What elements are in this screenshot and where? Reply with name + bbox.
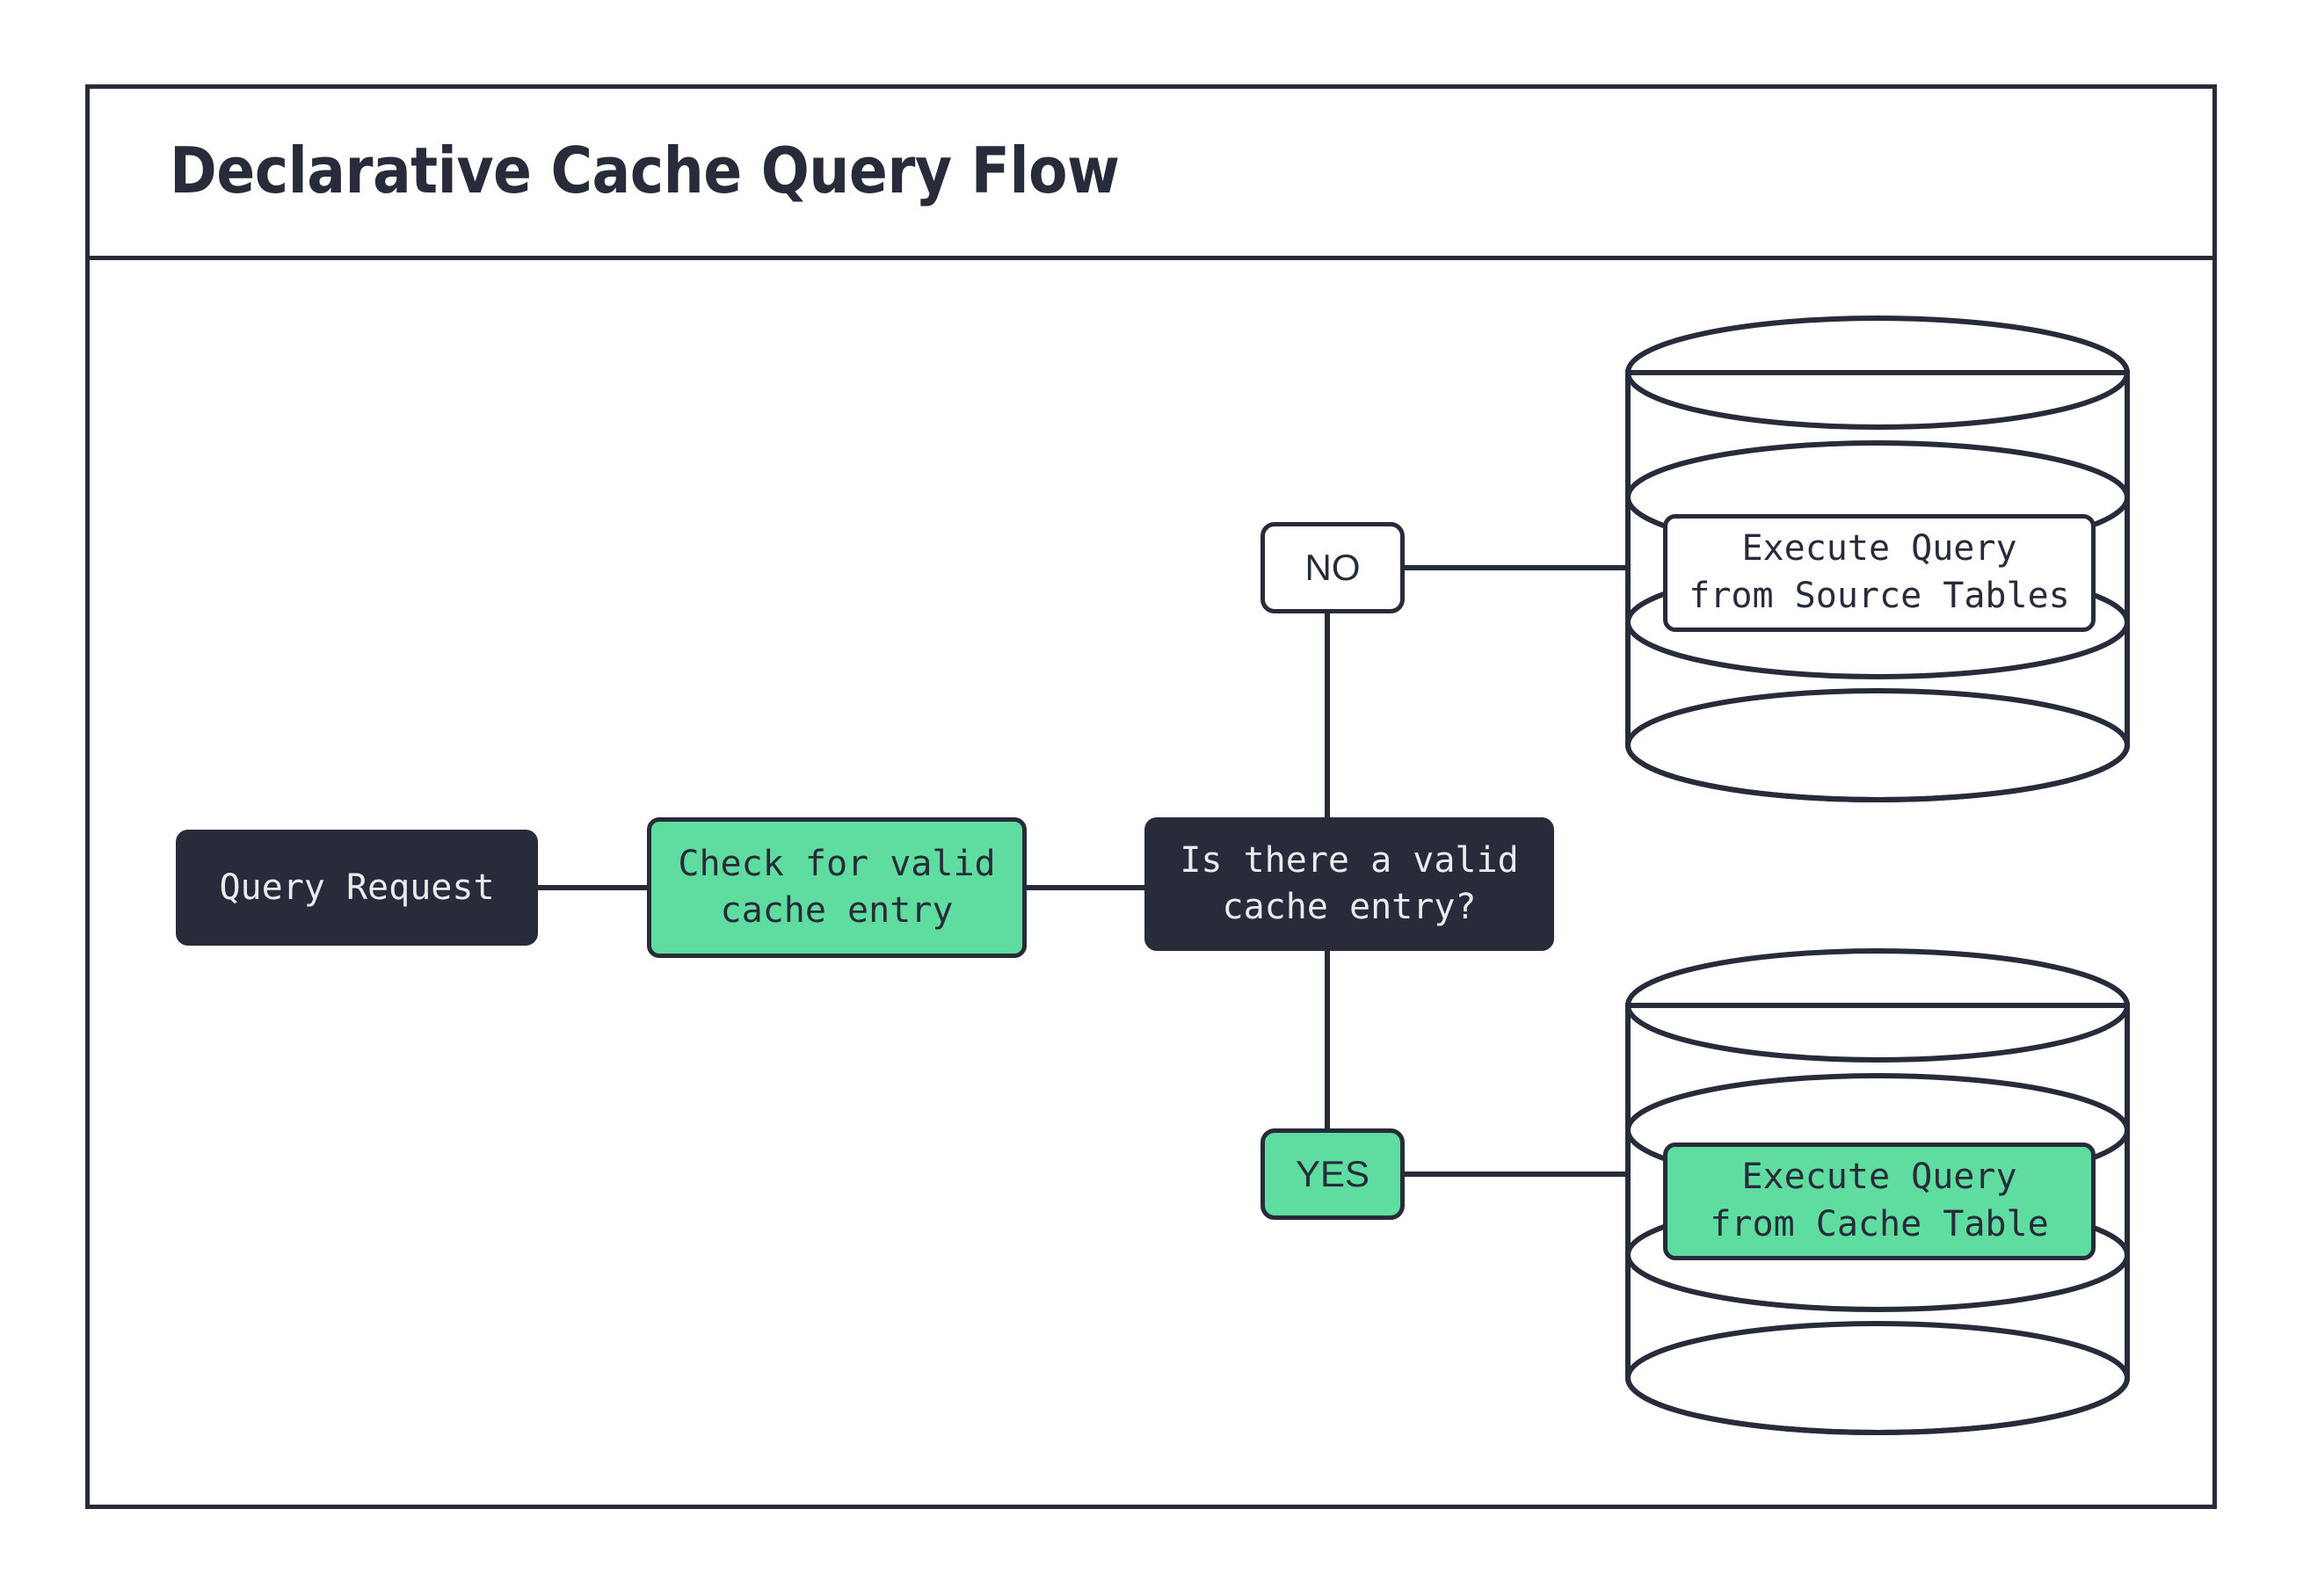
diagram-frame bbox=[85, 84, 2217, 1509]
title-bar: Declarative Cache Query Flow bbox=[85, 84, 2217, 260]
branch-label-yes[interactable]: YES bbox=[1260, 1128, 1405, 1220]
node-check-cache[interactable]: Check for valid cache entry bbox=[647, 817, 1027, 958]
node-execute-cache-label[interactable]: Execute Query from Cache Table bbox=[1663, 1143, 2096, 1260]
node-query-request[interactable]: Query Request bbox=[176, 830, 538, 946]
node-decision-valid-cache[interactable]: Is there a valid cache entry? bbox=[1144, 817, 1554, 951]
node-execute-source-label[interactable]: Execute Query from Source Tables bbox=[1663, 514, 2096, 632]
branch-label-no[interactable]: NO bbox=[1260, 522, 1405, 613]
page-title: Declarative Cache Query Flow bbox=[170, 133, 1120, 207]
